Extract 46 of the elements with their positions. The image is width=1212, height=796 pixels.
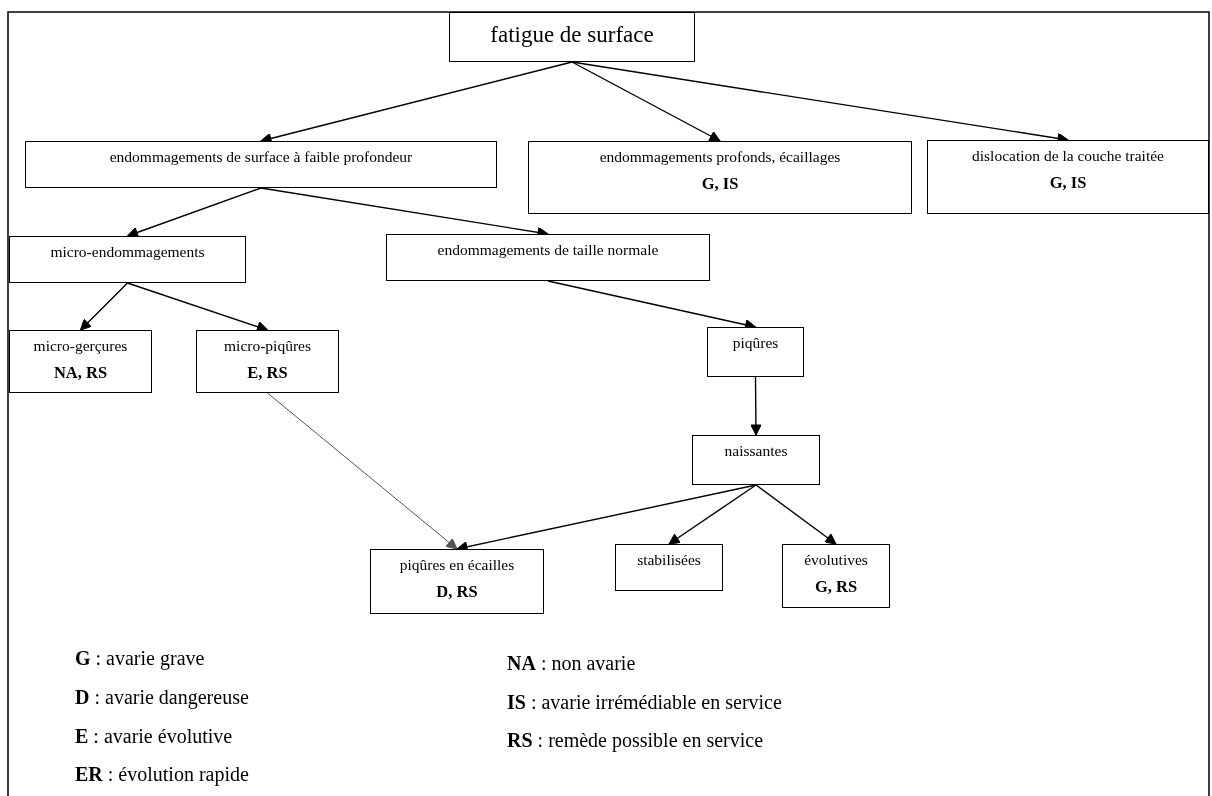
process-box xyxy=(25,141,497,188)
legend-note: NA : non avarie xyxy=(507,652,636,675)
node-label: endommagements profonds, écaillages xyxy=(599,147,841,167)
arrow xyxy=(267,392,458,550)
arrow xyxy=(750,376,762,436)
legend-note: IS : avarie irrémédiable en service xyxy=(507,691,782,714)
process-box xyxy=(615,544,723,591)
node-label: micro-piqûres xyxy=(224,336,311,356)
process-box xyxy=(782,544,890,608)
process-box xyxy=(370,549,544,614)
node-label: dislocation de la couche traitée xyxy=(972,146,1164,166)
process-box xyxy=(927,140,1209,214)
process-box xyxy=(196,330,339,393)
node-label: fatigue de surface xyxy=(490,21,654,49)
node-label: naissantes xyxy=(724,441,788,461)
node-label: piqûres xyxy=(732,333,779,353)
legend-note: D : avarie dangereuse xyxy=(75,686,249,709)
arrow xyxy=(79,282,129,331)
legend-note: RS : remède possible en service xyxy=(507,729,764,752)
arrow xyxy=(755,484,837,545)
rating-code: NA, RS xyxy=(53,363,108,384)
legend-note: G : avarie grave xyxy=(75,647,205,670)
node-label: stabilisées xyxy=(637,550,701,570)
process-box xyxy=(9,330,152,393)
node-label: endommagements de surface à faible profondeur xyxy=(109,147,413,167)
process-box xyxy=(449,12,695,62)
process-box xyxy=(707,327,804,377)
rating-code: G, RS xyxy=(814,577,858,598)
node-label: évolutives xyxy=(804,550,868,570)
rating-code: G, IS xyxy=(701,174,739,195)
process-box xyxy=(528,141,912,214)
process-box xyxy=(386,234,710,281)
node-label: endommagements de taille normale xyxy=(437,240,659,260)
node-label: micro-gerçures xyxy=(33,336,128,356)
process-box xyxy=(692,435,820,485)
process-box xyxy=(9,236,246,283)
arrow xyxy=(126,187,262,238)
arrow xyxy=(668,484,757,545)
legend-note: ER : évolution rapide xyxy=(75,763,249,786)
node-label: micro-endommagements xyxy=(50,242,205,262)
rating-code: D, RS xyxy=(436,582,478,603)
rating-code: G, IS xyxy=(1049,173,1087,194)
node-label: piqûres en écailles xyxy=(399,555,515,575)
rating-code: E, RS xyxy=(247,363,288,384)
arrow xyxy=(571,61,721,142)
legend-note: E : avarie évolutive xyxy=(75,725,233,748)
